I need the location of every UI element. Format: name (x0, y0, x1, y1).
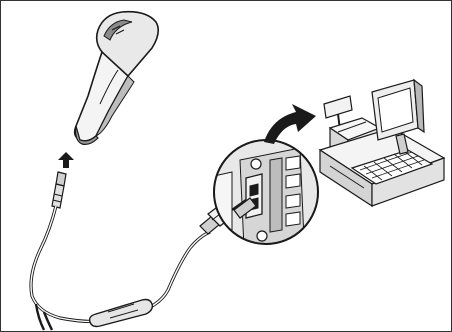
up-arrow-icon (58, 152, 74, 168)
handheld-barcode-scanner-icon (73, 10, 160, 145)
pos-terminal-icon (318, 78, 446, 208)
coiled-cable-icon (29, 171, 211, 331)
usb-port-magnifier-icon (213, 139, 319, 245)
curved-arrow-icon (264, 104, 316, 144)
